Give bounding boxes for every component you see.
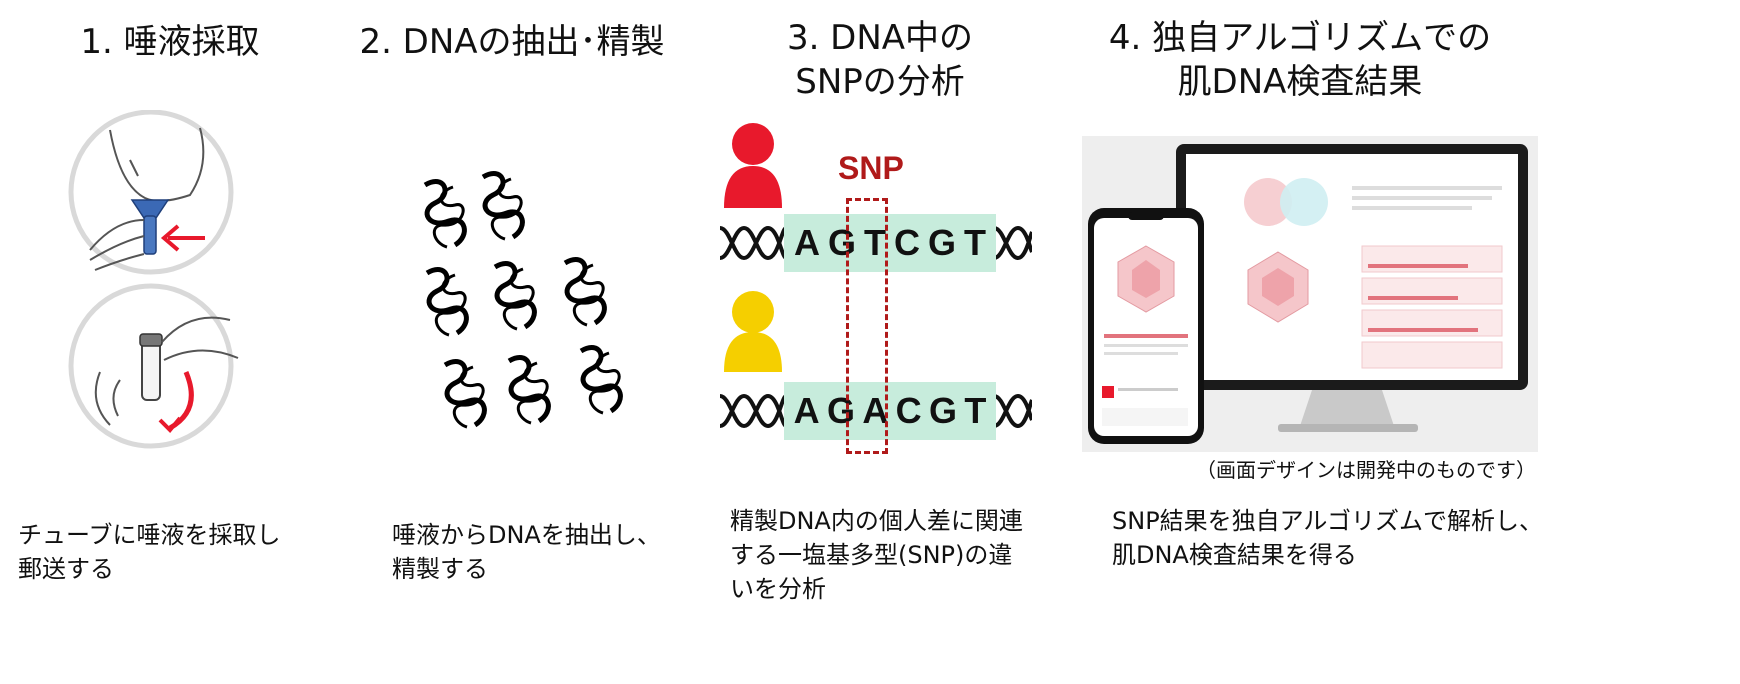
base-letter: C	[894, 222, 920, 264]
step1-description: チューブに唾液を採取し 郵送する	[18, 518, 318, 586]
base-letter: A	[794, 390, 820, 432]
snp-label: SNP	[838, 150, 904, 187]
step1-title: 1. 唾液採取	[40, 20, 300, 64]
saliva-collection-illustration	[60, 110, 250, 450]
step2-description: 唾液からDNAを抽出し、 精製する	[392, 518, 692, 586]
step3-title-line: SNPの分析	[760, 60, 1000, 104]
step2-desc-line: 精製する	[392, 552, 692, 586]
step4-title-line: 4. 独自アルゴリズムでの	[1100, 16, 1500, 60]
step4-title: 4. 独自アルゴリズムでの 肌DNA検査結果	[1100, 16, 1500, 104]
step3-desc-line: 精製DNA内の個人差に関連	[730, 504, 1070, 538]
base-letter: C	[896, 390, 922, 432]
dna-strand-a-left	[720, 218, 786, 268]
sequence-a: A G T C G T	[784, 214, 996, 272]
step1-desc-line: チューブに唾液を採取し	[18, 518, 318, 552]
step3-title: 3. DNA中の SNPの分析	[760, 16, 1000, 104]
step2-title: 2. DNAの抽出･精製	[352, 20, 672, 64]
dna-strand-b-left	[720, 386, 786, 436]
base-letter: T	[964, 390, 986, 432]
person-b-icon	[722, 290, 784, 372]
step4-description: SNP結果を独自アルゴリズムで解析し、 肌DNA検査結果を得る	[1112, 504, 1572, 572]
base-letter: G	[928, 222, 956, 264]
step3-desc-line: いを分析	[730, 572, 1070, 606]
base-letter: A	[794, 222, 820, 264]
person-a-icon	[722, 122, 784, 208]
step4-desc-line: 肌DNA検査結果を得る	[1112, 538, 1572, 572]
step3-title-line: 3. DNA中の	[760, 16, 1000, 60]
step1-desc-line: 郵送する	[18, 552, 318, 586]
step4-title-line: 肌DNA検査結果	[1100, 60, 1500, 104]
base-letter: G	[929, 390, 957, 432]
snp-highlight-frame	[846, 198, 888, 454]
screen-design-note: （画面デザインは開発中のものです）	[1196, 454, 1536, 483]
step4-desc-line: SNP結果を独自アルゴリズムで解析し、	[1112, 504, 1572, 538]
dna-strands-illustration	[405, 165, 645, 445]
device-mockup	[1082, 136, 1538, 452]
step2-desc-line: 唾液からDNAを抽出し、	[392, 518, 692, 552]
step3-description: 精製DNA内の個人差に関連 する一塩基多型(SNP)の違 いを分析	[730, 504, 1070, 606]
base-letter: T	[964, 222, 986, 264]
step3-desc-line: する一塩基多型(SNP)の違	[730, 538, 1070, 572]
sequence-b: A G A C G T	[784, 382, 996, 440]
